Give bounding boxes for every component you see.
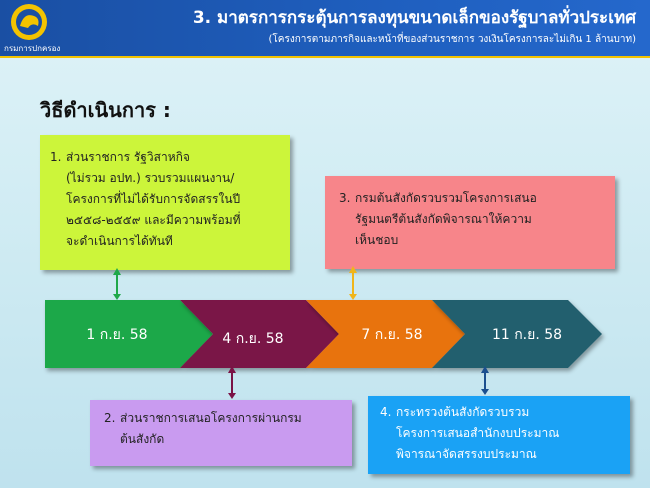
connector-arrow-1 xyxy=(113,268,121,300)
timeline-date-4: 11 ก.ย. 58 xyxy=(492,327,562,343)
step-number: 1. xyxy=(50,150,62,164)
page-title: 3. มาตรการกระตุ้นการลงทุนขนาดเล็กของรัฐบ… xyxy=(192,8,636,28)
step-line: ส่วนราชการเสนอโครงการผ่านกรม xyxy=(120,411,302,425)
step-3-box: 3. กรมต้นสังกัดรวบรวมโครงการเสนอ รัฐมนตร… xyxy=(325,176,615,269)
timeline-segment-4 xyxy=(432,300,602,368)
step-line: จะดำเนินการได้ทันที xyxy=(66,234,173,248)
step-line: ๒๕๕๘-๒๕๕๙ และมีความพร้อมที่ xyxy=(66,213,241,227)
connector-arrow-3 xyxy=(349,266,357,300)
step-line: ส่วนราชการ รัฐวิสาหกิจ xyxy=(66,150,190,164)
emblem-icon xyxy=(11,4,47,40)
step-line: พิจารณาจัดสรรงบประมาณ xyxy=(396,447,537,461)
step-1-box: 1. ส่วนราชการ รัฐวิสาหกิจ (ไม่รวม อปท.) … xyxy=(40,135,290,270)
step-line: กรมต้นสังกัดรวบรวมโครงการเสนอ xyxy=(355,191,537,205)
step-number: 2. xyxy=(104,411,116,425)
step-line: (ไม่รวม อปท.) รวบรวมแผนงาน/ xyxy=(66,171,235,185)
step-4-box: 4. กระทรวงต้นสังกัดรวบรวม โครงการเสนอสำน… xyxy=(368,396,630,474)
timeline-date-2: 4 ก.ย. 58 xyxy=(222,331,283,347)
step-number: 4. xyxy=(380,405,392,419)
section-heading: วิธีดำเนินการ : xyxy=(40,98,171,122)
timeline-segment-1 xyxy=(45,300,213,368)
step-number: 3. xyxy=(339,191,351,205)
step-line: กระทรวงต้นสังกัดรวบรวม xyxy=(396,405,530,419)
timeline-date-1: 1 ก.ย. 58 xyxy=(86,327,147,343)
step-line: ต้นสังกัด xyxy=(120,432,165,446)
connector-arrow-4 xyxy=(481,366,489,395)
step-line: เห็นชอบ xyxy=(355,233,399,247)
connector-arrow-2 xyxy=(228,366,236,399)
timeline-date-3: 7 ก.ย. 58 xyxy=(361,327,422,343)
step-line: โครงการเสนอสำนักงบประมาณ xyxy=(396,426,560,440)
timeline-segment-2 xyxy=(180,300,339,368)
org-name: กรมการปกครอง xyxy=(4,44,61,53)
page-subtitle: (โครงการตามภารกิจและหน้าที่ของส่วนราชการ… xyxy=(268,34,636,45)
step-line: โครงการที่ไม่ได้รับการจัดสรรในปี xyxy=(66,192,241,206)
step-line: รัฐมนตรีต้นสังกัดพิจารณาให้ความ xyxy=(355,212,532,226)
step-2-box: 2. ส่วนราชการเสนอโครงการผ่านกรม ต้นสังกั… xyxy=(90,400,352,466)
header-bar: กรมการปกครอง 3. มาตรการกระตุ้นการลงทุนขน… xyxy=(0,0,650,58)
timeline-segment-3 xyxy=(306,300,465,368)
